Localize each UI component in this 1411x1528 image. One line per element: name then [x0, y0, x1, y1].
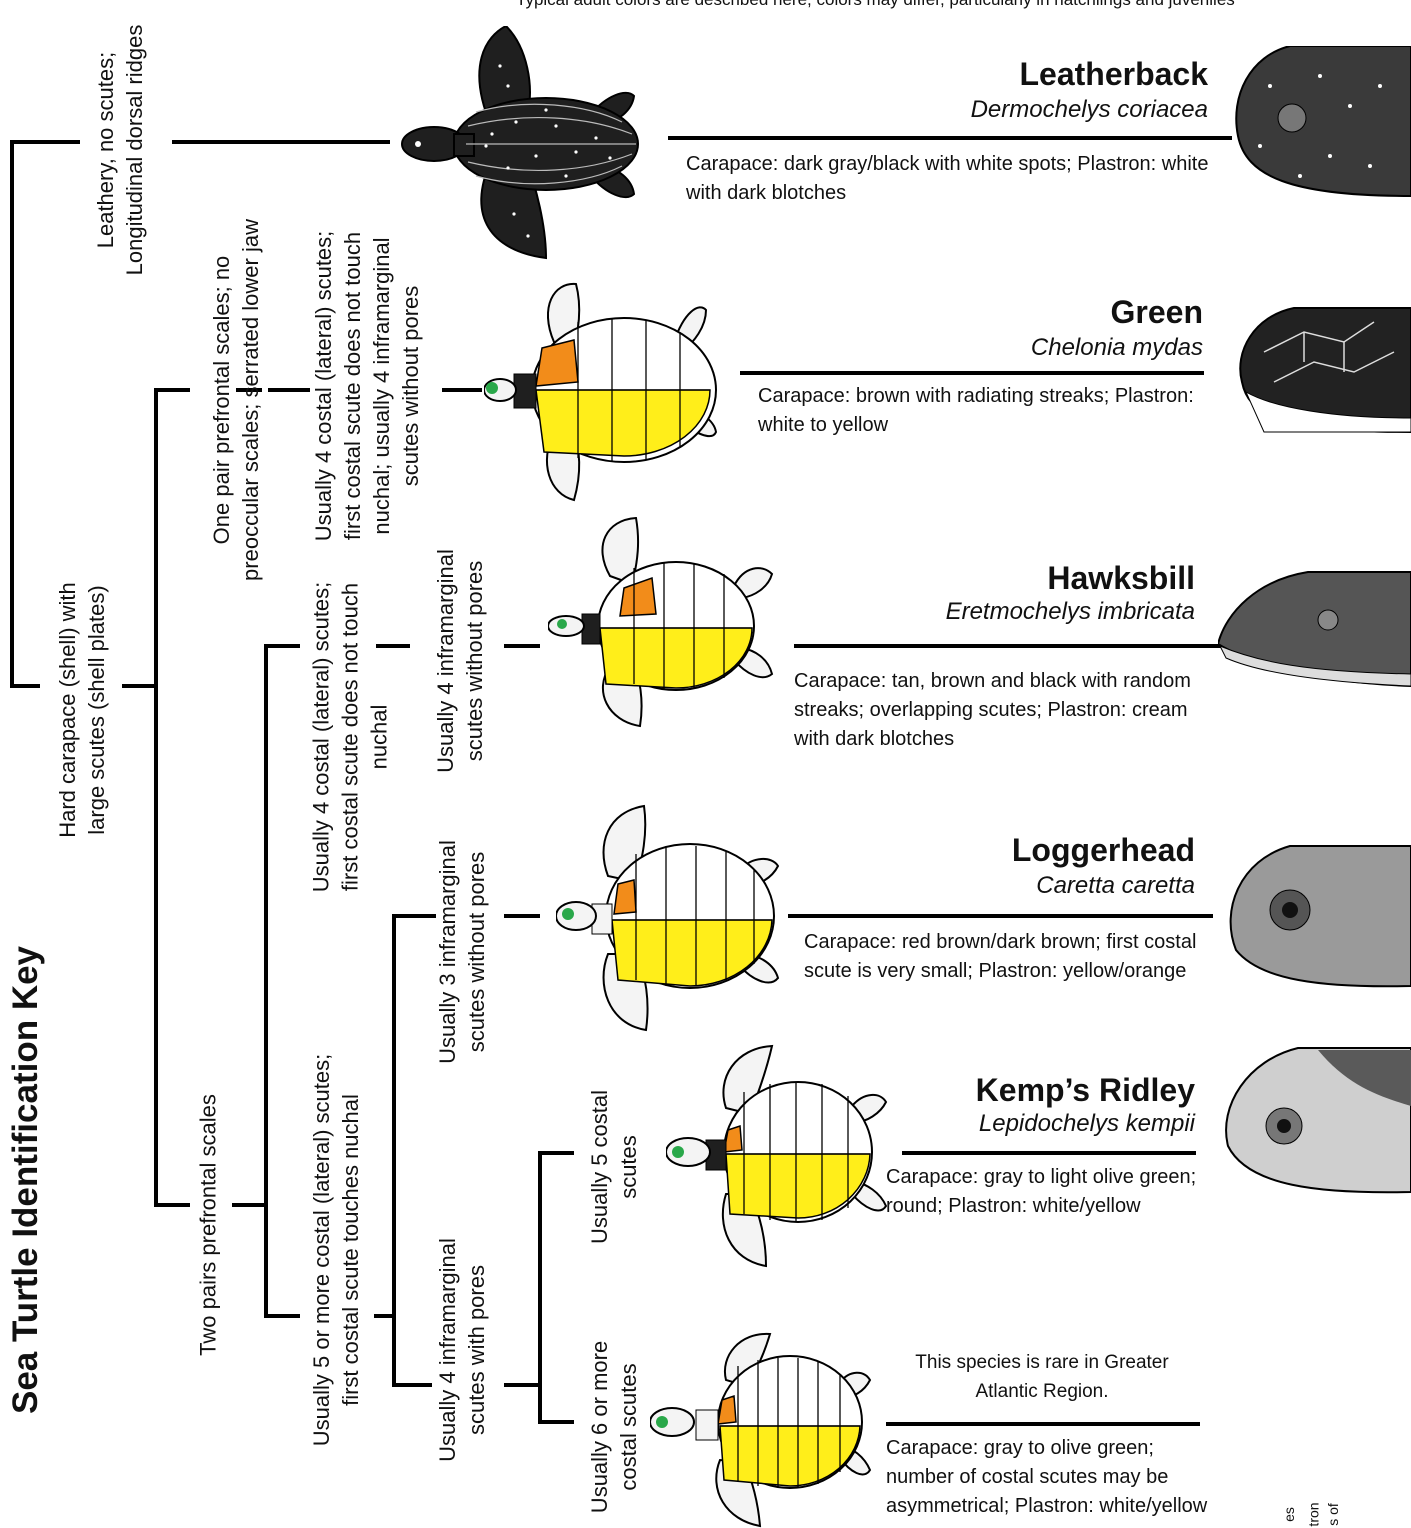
species-description-green: Carapace: brown with radiating streaks; … [758, 382, 1218, 440]
loggerhead-head-illustration [1220, 840, 1411, 990]
five-costal-lower [394, 1316, 432, 1385]
hawksbill-turtle-illustration [548, 516, 788, 730]
two-pairs-lower [266, 1205, 300, 1316]
leatherback-turtle-illustration [396, 26, 666, 266]
species-description-loggerhead: Carapace: red brown/dark brown; first co… [804, 928, 1224, 986]
criterion-two-pairs-prefrontal: Two pairs prefrontal scales [194, 1094, 223, 1356]
criterion-green-costal: Usually 4 costal (lateral) scutes;first … [309, 231, 425, 542]
species-name-kemps-ridley: Kemp’s Ridley [976, 1072, 1195, 1109]
cut-text-fragment-2: tron [1308, 1502, 1321, 1526]
species-scientific-hawksbill: Eretmochelys imbricata [946, 598, 1195, 626]
species-scientific-leatherback: Dermochelys coriacea [971, 96, 1208, 124]
leatherback-head-illustration [1230, 46, 1411, 198]
olive-ridley-turtle-illustration [650, 1330, 876, 1528]
kemps-ridley-turtle-illustration [666, 1044, 892, 1268]
pores-lower [540, 1385, 574, 1422]
species-name-green: Green [1111, 294, 1203, 331]
species-description-kemps-ridley: Carapace: gray to light olive green; rou… [886, 1163, 1216, 1221]
species-description-olive-ridley: Carapace: gray to olive green; number of… [886, 1434, 1226, 1521]
species-name-loggerhead: Loggerhead [1012, 832, 1195, 869]
cut-text-fragment-3: s of [1327, 1503, 1340, 1526]
species-description-hawksbill: Carapace: tan, brown and black with rand… [794, 667, 1224, 754]
loggerhead-turtle-illustration [556, 804, 786, 1032]
criterion-four-costal: Usually 4 costal (lateral) scutes;first … [307, 582, 394, 893]
hawksbill-head-illustration [1218, 562, 1411, 692]
hard-bracket [156, 390, 190, 1205]
species-scientific-loggerhead: Caretta caretta [1036, 872, 1195, 900]
species-scientific-green: Chelonia mydas [1031, 334, 1203, 362]
pores-bracket [504, 1153, 574, 1385]
green-head-illustration [1234, 292, 1411, 438]
criterion-five-costal: Usually 5 or more costal (lateral) scute… [307, 1054, 365, 1446]
green-turtle-illustration [484, 282, 724, 504]
cut-text-fragment-1: es [1283, 1507, 1296, 1522]
species-description-leatherback: Carapace: dark gray/black with white spo… [686, 150, 1236, 208]
criterion-leathery: Leathery, no scutes;Longitudinal dorsal … [91, 25, 149, 276]
kemps-ridley-head-illustration [1218, 1046, 1411, 1196]
species-name-leatherback: Leatherback [1019, 56, 1208, 93]
species-name-hawksbill: Hawksbill [1047, 560, 1195, 597]
two-pairs-bracket [232, 646, 300, 1205]
five-costal-bracket [374, 916, 436, 1316]
species-scientific-kemps-ridley: Lepidochelys kempii [979, 1110, 1195, 1138]
rare-species-note: This species is rare in Greater Atlantic… [900, 1348, 1184, 1406]
